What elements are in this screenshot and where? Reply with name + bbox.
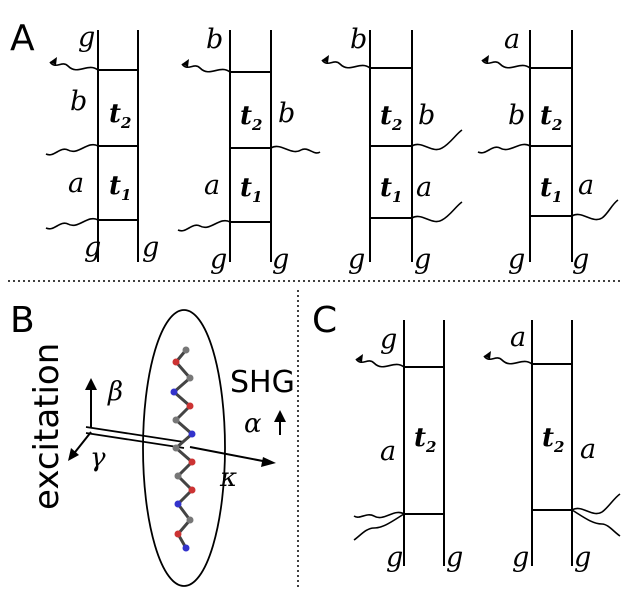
state-label: g [348, 244, 365, 275]
diagram-a2: b b a g g t2 t1 [177, 24, 321, 275]
molecule-atoms [170, 346, 196, 552]
arrow-head [482, 55, 489, 63]
time-interval-t2: t2 [109, 99, 131, 132]
state-label: a [68, 168, 84, 199]
state-label: b [350, 24, 367, 55]
absorption-wave [571, 509, 621, 537]
time-interval-t2: t2 [414, 423, 436, 456]
time-interval-t1: t1 [240, 173, 262, 206]
time-interval-t1: t1 [109, 171, 131, 204]
state-label: g [142, 232, 159, 263]
excitation-label: excitation [27, 343, 67, 510]
alpha-label: α [244, 409, 262, 439]
absorption-wave [571, 493, 621, 515]
excitation-beam [85, 432, 185, 449]
excitation-beam [85, 426, 185, 443]
state-label: g [512, 542, 529, 573]
absorption-wave [270, 145, 321, 154]
absorption-wave [411, 201, 463, 223]
gamma-label: γ [90, 443, 106, 473]
panel-label-c: C [312, 300, 337, 341]
state-label: g [272, 244, 289, 275]
panel-label-a: A [10, 18, 35, 59]
arrow-head [50, 57, 57, 65]
diagram-c2: a a g g t2 [483, 320, 621, 573]
kappa-beam [189, 446, 269, 463]
absorption-wave [177, 219, 231, 232]
state-label: g [78, 22, 95, 53]
emission-wave [321, 59, 371, 69]
absorption-wave [353, 513, 405, 541]
kappa-label: κ [219, 463, 237, 493]
gamma-arrowhead [68, 448, 79, 461]
arrow-head [356, 354, 363, 362]
state-label: a [204, 170, 220, 201]
diagram-a3: b b a g g t2 t1 [321, 24, 463, 275]
state-label: g [508, 244, 525, 275]
absorption-wave [45, 143, 99, 156]
diagram-a4: a b a g g t2 t1 [477, 24, 619, 275]
state-label: b [418, 100, 435, 131]
molecule-ellipse [142, 309, 226, 587]
time-interval-t2: t2 [240, 101, 262, 134]
arrow-head [182, 59, 189, 67]
diagram-a1: g b a g g t2 t1 [45, 22, 159, 263]
diagram-c1: g a g g t2 [353, 320, 463, 573]
arrow-head [484, 351, 491, 359]
time-interval-t1: t1 [380, 173, 402, 206]
alpha-arrowhead [274, 410, 286, 422]
state-label: a [380, 436, 396, 467]
state-label: g [380, 324, 397, 355]
arrow-head [322, 55, 329, 63]
time-interval-t1: t1 [540, 173, 562, 206]
absorption-wave [45, 217, 99, 230]
emission-wave [481, 59, 531, 69]
shg-label: SHG [230, 365, 295, 400]
state-label: a [580, 434, 596, 465]
beta-arrowhead [85, 378, 97, 390]
state-label: b [206, 24, 223, 55]
state-label: a [504, 24, 520, 55]
state-label: g [386, 542, 403, 573]
emission-wave [355, 358, 405, 368]
state-label: b [278, 98, 295, 129]
state-label: g [84, 232, 101, 263]
state-label: g [446, 542, 463, 573]
time-interval-t2: t2 [380, 101, 402, 134]
state-label: g [574, 542, 591, 573]
state-label: g [414, 244, 431, 275]
panel-label-b: B [10, 300, 35, 341]
state-label: b [508, 100, 525, 131]
state-label: a [416, 172, 432, 203]
panel-b-geometry: excitation β γ [27, 309, 295, 587]
state-label: b [70, 86, 87, 117]
state-label: a [578, 170, 594, 201]
state-label: a [510, 322, 526, 353]
state-label: g [572, 244, 589, 275]
emission-wave [181, 63, 231, 73]
absorption-wave [353, 511, 405, 519]
absorption-wave [411, 129, 463, 151]
absorption-wave [571, 199, 619, 221]
beta-label: β [107, 377, 123, 407]
time-interval-t2: t2 [542, 423, 564, 456]
state-label: g [210, 244, 227, 275]
kappa-arrowhead [261, 457, 276, 467]
absorption-wave [477, 143, 531, 154]
emission-wave [483, 355, 533, 365]
time-interval-t2: t2 [540, 101, 562, 134]
emission-wave [49, 61, 99, 71]
